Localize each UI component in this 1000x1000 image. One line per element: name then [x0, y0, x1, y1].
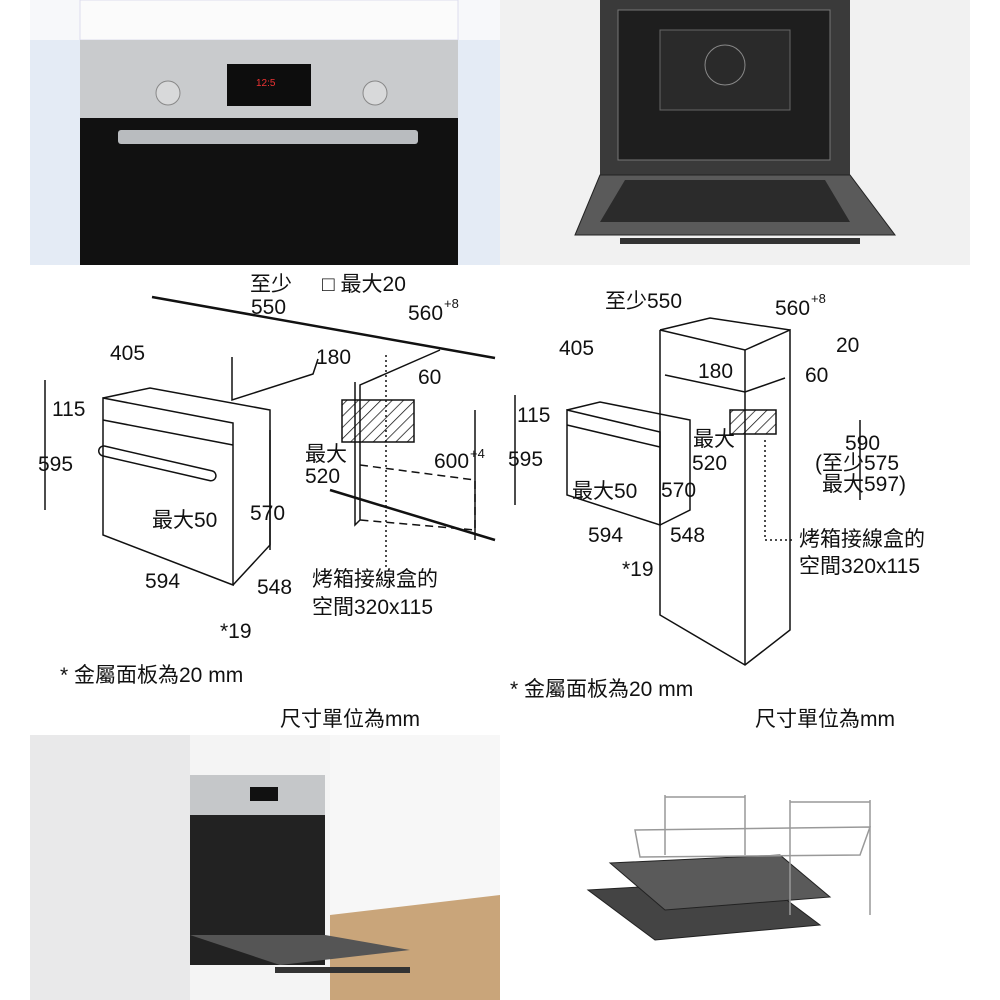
label-box-2: 空間320x115 — [312, 596, 433, 619]
label-max50: 最大50 — [152, 509, 217, 532]
oven-knob-right — [362, 80, 388, 106]
label-548: 548 — [670, 524, 705, 547]
label-max: 最大 — [305, 443, 347, 466]
label-max: 最大 — [693, 428, 735, 451]
label-560: 560 — [408, 302, 443, 325]
label-600: 600 — [434, 450, 469, 473]
kitchen-oven-photo — [30, 735, 500, 1000]
label-min: 至少 — [250, 273, 292, 296]
label-19: *19 — [220, 620, 252, 643]
left-diagram-lines — [44, 295, 496, 587]
label-min550: 至少550 — [605, 290, 682, 313]
label-560: 560 — [775, 297, 810, 320]
oven-front-photo: 12:5 — [30, 0, 500, 265]
label-590-max: 最大597) — [822, 473, 906, 496]
label-595: 595 — [38, 453, 73, 476]
label-520: 520 — [692, 452, 727, 475]
label-19: *19 — [622, 558, 654, 581]
label-595: 595 — [508, 448, 543, 471]
note-panel: * 金屬面板為20 mm — [60, 664, 243, 687]
note-panel: * 金屬面板為20 mm — [510, 678, 693, 701]
label-590-min: (至少575 — [815, 452, 899, 475]
label-box-1: 烤箱接線盒的 — [312, 568, 438, 591]
label-560-tol: +8 — [444, 296, 459, 311]
label-560-tol: +8 — [811, 291, 826, 306]
installation-diagrams: 至少 550 □ 最大20 560 +8 405 180 60 115 595 … — [38, 273, 925, 731]
label-180: 180 — [316, 346, 351, 369]
label-520: 520 — [305, 465, 340, 488]
label-405: 405 — [559, 337, 594, 360]
label-20: 20 — [836, 334, 859, 357]
oven-knob-left — [155, 80, 181, 106]
right-diagram-lines — [514, 317, 861, 666]
label-box-2: 空間320x115 — [799, 555, 920, 578]
label-405: 405 — [110, 342, 145, 365]
label-60: 60 — [418, 366, 441, 389]
oven-open-photo — [500, 0, 970, 265]
label-600-tol: +4 — [470, 446, 485, 461]
label-60: 60 — [805, 364, 828, 387]
label-180: 180 — [698, 360, 733, 383]
oven-display-time: 12:5 — [256, 78, 276, 89]
label-115: 115 — [517, 404, 550, 427]
label-590: 590 — [845, 432, 880, 455]
label-570: 570 — [250, 502, 285, 525]
label-594: 594 — [145, 570, 180, 593]
label-548: 548 — [257, 576, 292, 599]
label-max20: □ 最大20 — [322, 273, 406, 296]
label-570: 570 — [661, 479, 696, 502]
label-550: 550 — [251, 296, 286, 319]
note-units: 尺寸單位為mm — [755, 708, 895, 731]
oven-accessories-photo — [500, 735, 970, 1000]
label-594: 594 — [588, 524, 623, 547]
note-units: 尺寸單位為mm — [280, 708, 420, 731]
label-box-1: 烤箱接線盒的 — [799, 528, 925, 551]
label-max50: 最大50 — [572, 480, 637, 503]
label-115: 115 — [52, 398, 85, 421]
